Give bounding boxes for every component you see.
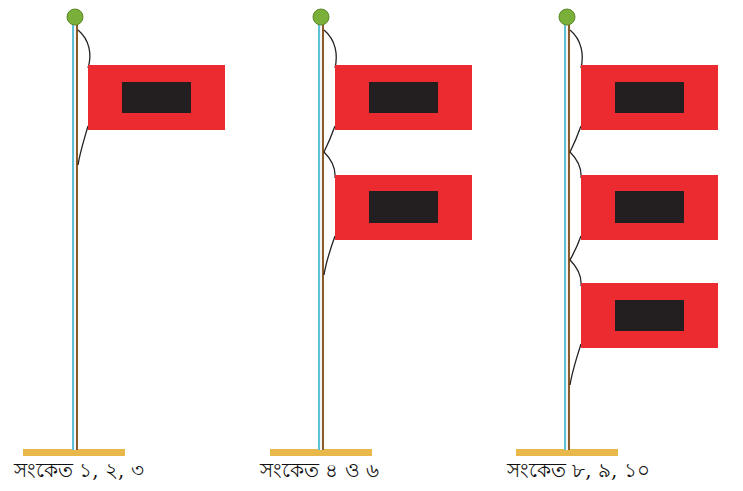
signal-flag	[335, 175, 472, 240]
flagpole	[270, 9, 472, 456]
pole-stripe	[566, 25, 568, 450]
signal-caption: সংকেত ৪ ও ৬	[260, 458, 379, 482]
pole-stripe	[72, 25, 74, 450]
pole-stripe	[76, 25, 78, 450]
flag-center	[122, 82, 191, 113]
signal-flag	[581, 65, 718, 130]
halyard-rope	[324, 30, 336, 275]
signal-caption: সংকেত ৮, ৯, ১০	[507, 458, 650, 482]
flag-center	[369, 82, 438, 113]
pole-stripe	[568, 25, 570, 450]
pole-finial	[559, 9, 575, 25]
flag-center	[615, 300, 684, 331]
pole-finial	[67, 9, 83, 25]
signal-flag	[335, 65, 472, 130]
pole-base	[270, 449, 372, 456]
pole-stripe	[564, 25, 566, 450]
signal-flag	[581, 283, 718, 348]
flag-center	[615, 82, 684, 113]
flagpole	[23, 9, 225, 456]
flag-center	[615, 191, 684, 223]
flagpole	[516, 9, 718, 456]
pole-base	[516, 449, 618, 456]
signal-caption: সংকেত ১, ২, ৩	[14, 458, 144, 482]
halyard-rope	[570, 30, 582, 385]
pole-stripe	[320, 25, 322, 450]
flag-center	[369, 191, 438, 223]
pole-stripe	[318, 25, 320, 450]
signal-flag	[581, 175, 718, 240]
signal-flag	[88, 65, 225, 130]
pole-base	[23, 449, 125, 456]
pole-stripe	[322, 25, 324, 450]
pole-finial	[313, 9, 329, 25]
pole-stripe	[74, 25, 76, 450]
